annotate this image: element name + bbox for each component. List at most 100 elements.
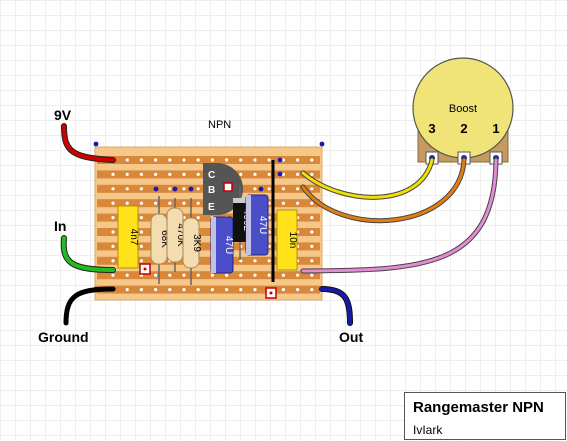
board-hole: [125, 201, 129, 205]
board-hole: [310, 201, 314, 205]
copper-strip: [97, 156, 320, 164]
wire-out-blue[interactable]: [319, 286, 353, 326]
wires: [60, 123, 499, 326]
board-hole: [310, 172, 314, 176]
board-hole: [154, 288, 158, 292]
track-cuts: [139, 263, 277, 299]
boost-potentiometer[interactable]: Boost 3 2 1: [412, 57, 514, 165]
label-npn: NPN: [208, 119, 231, 131]
board-hole: [267, 172, 271, 176]
solder-point: [93, 141, 99, 147]
board-hole: [196, 172, 200, 176]
capacitor-47u-right-label: 47U: [257, 216, 268, 234]
board-hole: [111, 216, 115, 220]
board-hole: [310, 158, 314, 162]
pot-pin-3-label: 3: [428, 121, 435, 136]
pot-pin-1-label: 1: [492, 121, 499, 136]
board-hole: [196, 288, 200, 292]
resistor-470k-label: 470K: [175, 223, 186, 247]
board-hole: [310, 288, 314, 292]
board-hole: [281, 273, 285, 277]
board-hole: [281, 158, 285, 162]
board-hole: [267, 273, 271, 277]
board-hole: [111, 201, 115, 205]
board-hole: [139, 172, 143, 176]
board-hole: [139, 244, 143, 248]
board-hole: [239, 273, 243, 277]
solder-point: [277, 171, 283, 177]
resistor-470k[interactable]: 470K: [166, 198, 186, 272]
board-hole: [225, 288, 229, 292]
board-hole: [182, 273, 186, 277]
board-hole: [253, 187, 257, 191]
board-hole: [168, 172, 172, 176]
board-hole: [310, 273, 314, 277]
board-hole: [125, 158, 129, 162]
transistor-collector-label: C: [208, 170, 215, 181]
capacitor-10n-label: 10n: [287, 232, 298, 249]
board-hole: [310, 244, 314, 248]
board-hole: [210, 273, 214, 277]
solder-point: [319, 141, 325, 147]
wire-pot-1-pink[interactable]: [300, 157, 499, 274]
board-hole: [253, 259, 257, 263]
board-hole: [253, 158, 257, 162]
board-hole: [125, 288, 129, 292]
board-hole: [281, 201, 285, 205]
copper-strip: [97, 228, 320, 236]
board-hole: [267, 259, 271, 263]
board-hole: [111, 273, 115, 277]
board-hole: [239, 158, 243, 162]
board-hole: [196, 187, 200, 191]
board-hole: [196, 273, 200, 277]
capacitor-47u-left[interactable]: 47U: [210, 216, 234, 274]
board-hole: [111, 259, 115, 263]
capacitor-4n7-label: 4n7: [128, 229, 139, 246]
copper-strip: [97, 213, 320, 222]
components: 4n7 68K 470K 3K9 C B E: [117, 160, 298, 299]
board-hole: [139, 187, 143, 191]
board-hole: [239, 172, 243, 176]
board-hole: [139, 158, 143, 162]
board-hole: [210, 158, 214, 162]
board-hole: [296, 172, 300, 176]
board-hole: [281, 288, 285, 292]
capacitor-4n7[interactable]: 4n7: [117, 205, 139, 269]
board-hole: [125, 187, 129, 191]
board-hole: [111, 172, 115, 176]
board-hole: [296, 273, 300, 277]
board-hole: [125, 172, 129, 176]
board-hole: [296, 158, 300, 162]
board-hole: [281, 187, 285, 191]
copper-strip: [97, 256, 320, 265]
board-hole: [296, 201, 300, 205]
board-hole: [125, 273, 129, 277]
capacitor-10n[interactable]: 10n: [276, 209, 298, 271]
board-hole: [154, 201, 158, 205]
board-hole: [310, 187, 314, 191]
board-hole: [168, 273, 172, 277]
board-hole: [253, 273, 257, 277]
transistor-emitter-label: E: [208, 202, 215, 213]
capacitor-47u-right[interactable]: 47U: [245, 194, 269, 256]
wire-ground-black[interactable]: [63, 286, 116, 326]
board-hole: [154, 273, 158, 277]
board-hole: [168, 187, 172, 191]
solder-point: [172, 186, 178, 192]
board-hole: [182, 288, 186, 292]
board-hole: [168, 288, 172, 292]
board-hole: [196, 201, 200, 205]
board-hole: [267, 187, 271, 191]
solder-point: [153, 186, 159, 192]
board-hole: [111, 187, 115, 191]
board-hole: [210, 288, 214, 292]
board-hole: [296, 187, 300, 191]
board-hole: [111, 230, 115, 234]
resistor-68k[interactable]: 68K: [150, 196, 170, 284]
board-hole: [310, 216, 314, 220]
resistor-3k9[interactable]: 3K9: [182, 198, 202, 285]
label-9v: 9V: [54, 107, 72, 123]
board-hole: [154, 158, 158, 162]
label-ground: Ground: [38, 329, 89, 345]
